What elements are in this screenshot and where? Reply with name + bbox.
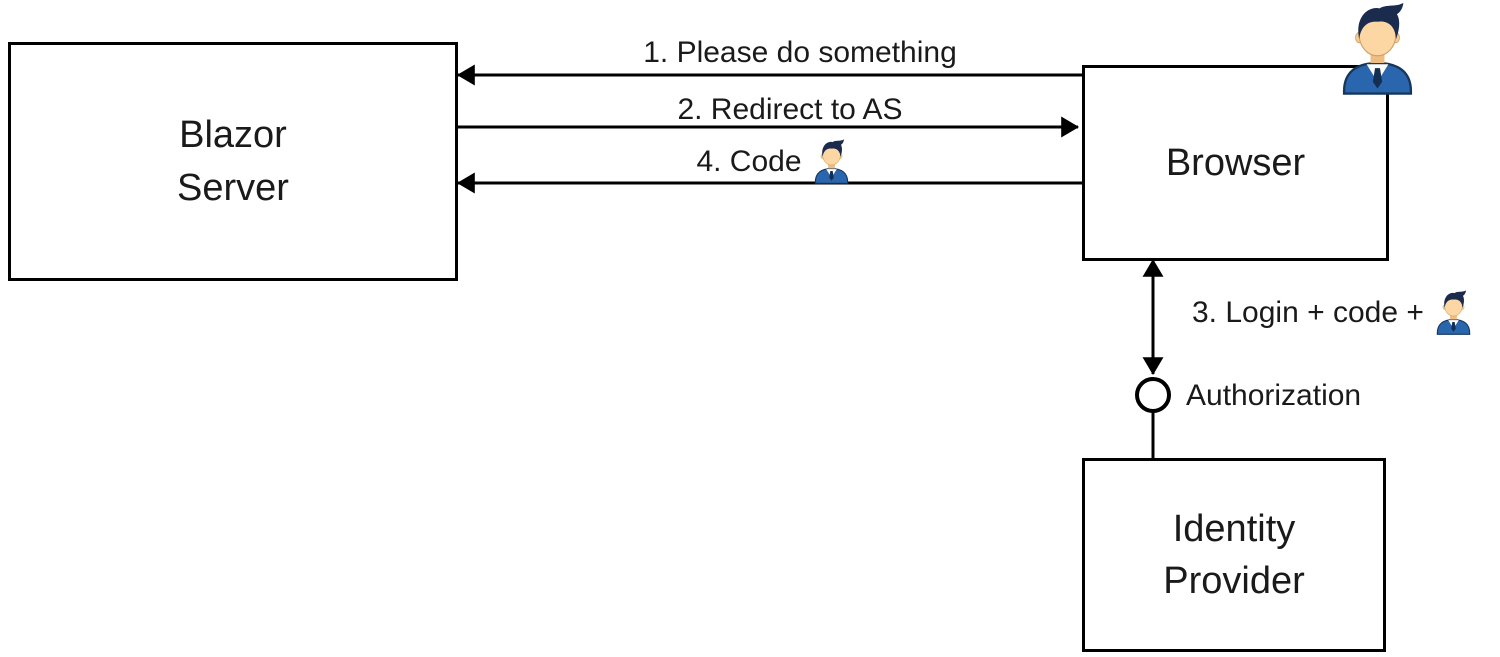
edge-label-step4: 4. Code bbox=[600, 138, 950, 185]
edge-label-step1: 1. Please do something bbox=[643, 36, 957, 69]
browser-label: Browser bbox=[1165, 141, 1306, 184]
node-browser: Browser bbox=[1082, 65, 1389, 261]
authorization-endpoint-label: Authorization bbox=[1186, 379, 1362, 412]
blazor-server-label-line1: Blazor bbox=[179, 114, 287, 157]
user-icon bbox=[1436, 290, 1471, 335]
blazor-server-label: Blazor Server bbox=[177, 109, 289, 214]
edge-label-step2: 2. Redirect to AS bbox=[677, 93, 903, 126]
identity-provider-label: Identity Provider bbox=[1163, 503, 1305, 608]
identity-provider-label-line2: Provider bbox=[1163, 560, 1305, 602]
identity-provider-label-line1: Identity bbox=[1172, 507, 1296, 550]
authorization-endpoint-circle bbox=[1135, 377, 1171, 413]
node-identity-provider: Identity Provider bbox=[1082, 458, 1386, 652]
blazor-server-label-line2: Server bbox=[177, 166, 289, 209]
edge-label-step3: 3. Login + code + bbox=[1192, 289, 1476, 336]
user-icon bbox=[814, 139, 848, 184]
user-icon bbox=[1342, 2, 1413, 95]
node-blazor-server: Blazor Server bbox=[8, 42, 458, 281]
edge-label-step3-text: 3. Login + code + bbox=[1192, 295, 1424, 329]
edge-label-step4-text: 4. Code bbox=[696, 144, 802, 178]
